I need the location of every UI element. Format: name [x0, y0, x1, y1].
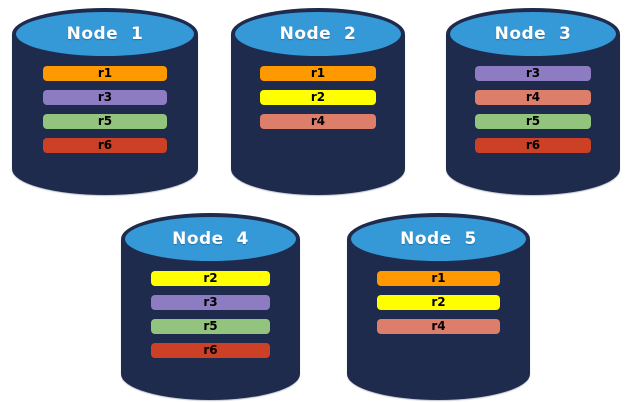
node-cylinder-3: Node 3 r3 r4 r5 r6	[446, 8, 620, 195]
replica-stack: r3 r4 r5 r6	[474, 66, 592, 153]
replica-bar-r6: r6	[42, 138, 168, 153]
replica-bar-r5: r5	[474, 114, 592, 129]
replica-stack: r1 r2 r4	[377, 271, 500, 334]
replica-stack: r2 r3 r5 r6	[150, 271, 271, 358]
node-cylinder-1: Node 1 r1 r3 r5 r6	[12, 8, 198, 195]
replica-bar-r1: r1	[42, 66, 168, 81]
replica-bar-r1: r1	[259, 66, 377, 81]
node-title: Node 1	[66, 24, 144, 44]
replica-bar-r6: r6	[474, 138, 592, 153]
replica-bar-r1: r1	[377, 271, 500, 286]
cylinder-top-ellipse: Node 2	[231, 8, 405, 60]
replica-bar-r2: r2	[377, 295, 500, 310]
replica-bar-r5: r5	[42, 114, 168, 129]
replica-bar-r6: r6	[150, 343, 271, 358]
replica-bar-r3: r3	[150, 295, 271, 310]
replica-stack: r1 r3 r5 r6	[42, 66, 168, 153]
replica-bar-r4: r4	[377, 319, 500, 334]
node-title: Node 4	[172, 229, 249, 249]
node-title: Node 5	[400, 229, 477, 249]
replica-stack: r1 r2 r4	[259, 66, 377, 129]
node-title: Node 3	[494, 24, 572, 44]
cylinder-top-ellipse: Node 4	[121, 213, 300, 265]
node-cylinder-2: Node 2 r1 r2 r4	[231, 8, 405, 195]
replica-bar-r3: r3	[42, 90, 168, 105]
replica-bar-r4: r4	[474, 90, 592, 105]
cylinder-top-ellipse: Node 5	[347, 213, 530, 265]
replica-bar-r3: r3	[474, 66, 592, 81]
replica-bar-r2: r2	[259, 90, 377, 105]
cylinder-top-ellipse: Node 3	[446, 8, 620, 60]
node-title: Node 2	[279, 24, 357, 44]
replica-bar-r5: r5	[150, 319, 271, 334]
node-cylinder-4: Node 4 r2 r3 r5 r6	[121, 213, 300, 400]
cylinder-top-ellipse: Node 1	[12, 8, 198, 60]
node-cylinder-5: Node 5 r1 r2 r4	[347, 213, 530, 400]
replica-bar-r2: r2	[150, 271, 271, 286]
replica-bar-r4: r4	[259, 114, 377, 129]
